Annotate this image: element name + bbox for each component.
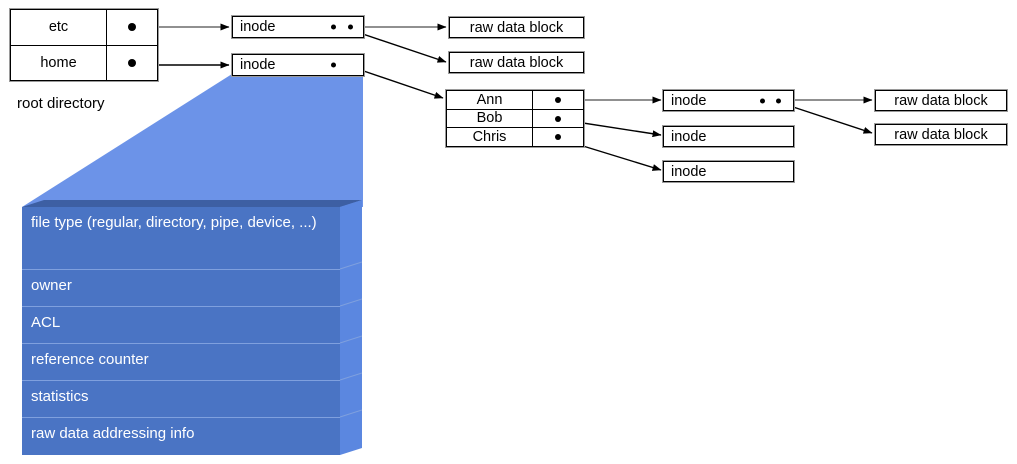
home-entry-pointer-bob[interactable] (533, 110, 583, 128)
root-entry-pointer-etc[interactable] (107, 10, 157, 45)
table-row[interactable]: Chris (447, 128, 583, 147)
root-entry-name-etc: etc (11, 10, 107, 45)
home-entry-name-bob: Bob (447, 109, 533, 128)
raw-data-block-label: raw data block (469, 54, 564, 71)
inode-box-ann[interactable]: inode (663, 90, 794, 111)
root-entry-pointer-home[interactable] (107, 46, 157, 81)
home-entry-pointer-chris[interactable] (533, 128, 583, 146)
inode-field-reference-counter: reference counter (22, 343, 340, 380)
inode-label: inode (671, 92, 707, 109)
raw-data-block-etc-2[interactable]: raw data block (449, 52, 584, 73)
link-inode-home-to-home-dir (348, 65, 444, 99)
inode-box-home[interactable]: inode (232, 54, 364, 76)
table-row[interactable]: Bob (447, 109, 583, 129)
home-entry-name-ann: Ann (447, 91, 533, 109)
pointer-dot-icon (128, 23, 136, 32)
root-entry-name-home: home (11, 45, 107, 80)
inode-pointer-dot-icon (776, 98, 781, 103)
inode-pointer-dot-icon (348, 24, 353, 30)
inode-pointer-dot-icon (331, 62, 336, 68)
pointer-dot-icon (128, 58, 136, 67)
inode-label: inode (671, 163, 707, 180)
root-directory-caption: root directory (17, 95, 105, 112)
inode-detail-front-face: file type (regular, directory, pipe, dev… (22, 207, 340, 455)
home-directory-table[interactable]: Ann Bob Chris (446, 90, 584, 147)
raw-data-block-label: raw data block (894, 126, 988, 143)
pointer-dot-icon (555, 96, 561, 103)
root-directory-table[interactable]: etc home (10, 9, 158, 81)
raw-data-block-label: raw data block (469, 19, 564, 36)
home-entry-name-chris: Chris (447, 128, 533, 147)
inode-field-statistics: statistics (22, 380, 340, 417)
raw-data-block-etc-1[interactable]: raw data block (449, 17, 584, 38)
inode-box-bob[interactable]: inode (663, 126, 794, 147)
inode-field-file-type: file type (regular, directory, pipe, dev… (22, 207, 340, 269)
table-row[interactable]: etc (11, 10, 157, 46)
pointer-dot-icon (555, 134, 561, 141)
table-row[interactable]: Ann (447, 91, 583, 110)
inode-box-chris[interactable]: inode (663, 161, 794, 182)
inode-label: inode (671, 128, 707, 145)
raw-data-block-ann-1[interactable]: raw data block (875, 90, 1007, 111)
table-row[interactable]: home (11, 45, 157, 81)
inode-pointer-dot-icon (760, 98, 765, 103)
inode-detail-block: file type (regular, directory, pipe, dev… (22, 200, 362, 462)
raw-data-block-ann-2[interactable]: raw data block (875, 124, 1007, 145)
pointer-dot-icon (555, 115, 561, 122)
inode-field-raw-data-addr: raw data addressing info (22, 417, 340, 454)
link-inode-etc-to-rdb2 (347, 28, 447, 63)
raw-data-block-label: raw data block (894, 92, 988, 109)
inode-box-etc[interactable]: inode (232, 16, 364, 38)
home-entry-pointer-ann[interactable] (533, 91, 583, 109)
inode-field-acl: ACL (22, 306, 340, 343)
inode-label: inode (240, 18, 276, 35)
inode-pointer-dot-icon (331, 24, 336, 30)
inode-label: inode (240, 56, 276, 73)
inode-field-owner: owner (22, 269, 340, 306)
